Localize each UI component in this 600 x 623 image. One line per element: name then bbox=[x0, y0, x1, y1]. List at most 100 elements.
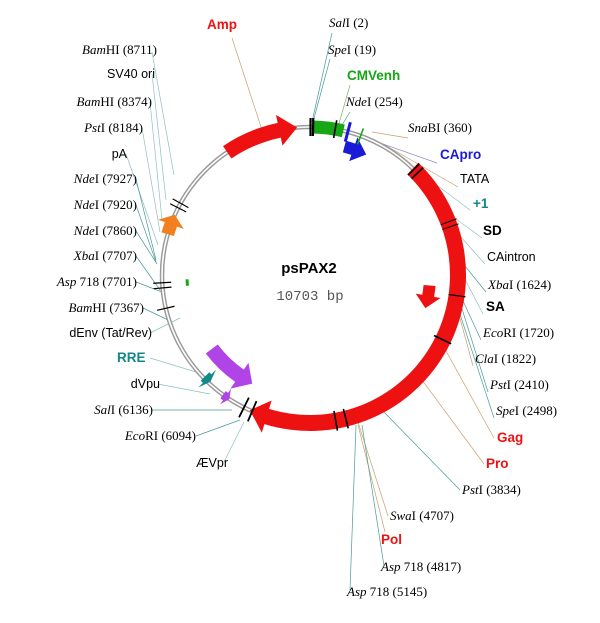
feature-label-pol: Pol bbox=[381, 532, 402, 547]
tick-sd2 bbox=[411, 167, 424, 180]
feature-arc-orange bbox=[158, 214, 184, 236]
feature-arc-amp bbox=[223, 114, 298, 159]
site-cla1822: ClaI (1822) bbox=[475, 351, 536, 366]
feature-label-amp: Amp bbox=[207, 17, 237, 32]
site-sal6136: SalI (6136) bbox=[94, 402, 153, 417]
lead-rre bbox=[149, 357, 197, 373]
svg-text:NdeI (254): NdeI (254) bbox=[345, 94, 403, 109]
feature-label-cmvenh: CMVenh bbox=[347, 68, 400, 83]
site-asp7701: Asp 718 (7701) bbox=[56, 274, 137, 289]
svg-text:SnaBI (360): SnaBI (360) bbox=[408, 120, 472, 135]
lead-swa4707 bbox=[357, 421, 389, 517]
label-sv40-ori: SV40 ori bbox=[107, 67, 155, 81]
tick-xba1624b bbox=[442, 223, 459, 230]
lead-nde7927 bbox=[135, 178, 157, 261]
feature-arc-cmvenh bbox=[312, 120, 345, 138]
svg-text:PstI (3834): PstI (3834) bbox=[461, 482, 521, 497]
tick-asp7701 bbox=[153, 281, 172, 284]
lead-pa bbox=[125, 153, 159, 246]
site-eco6094: EcoRI (6094) bbox=[124, 428, 196, 443]
feature-label-pro: Pro bbox=[486, 456, 509, 471]
feature-arc-gag-inner bbox=[415, 284, 441, 309]
leader-lines bbox=[125, 32, 495, 591]
site-swa4707: SwaI (4707) bbox=[390, 508, 454, 523]
feature-label-rre: RRE bbox=[117, 350, 146, 365]
feature-label-gag: Gag bbox=[497, 430, 523, 445]
feature-arc-dvpu bbox=[220, 388, 231, 405]
site-nde7927: NdeI (7927) bbox=[73, 171, 137, 186]
label-aevpr: ÆVpr bbox=[196, 456, 228, 470]
svg-text:PstI (8184): PstI (8184) bbox=[83, 120, 143, 135]
svg-text:ClaI (1822): ClaI (1822) bbox=[475, 351, 536, 366]
tick-swa4707 bbox=[342, 408, 349, 429]
site-asp4817: Asp 718 (4817) bbox=[380, 559, 461, 574]
lead-asp5145 bbox=[349, 424, 357, 591]
feature-arc-green-small bbox=[185, 279, 189, 286]
lead-nde7920 bbox=[135, 204, 157, 263]
tick-asp4817 bbox=[333, 410, 339, 431]
lead-nde254 bbox=[341, 111, 351, 126]
feature-arc-capro bbox=[342, 137, 367, 162]
site-asp5145: Asp 718 (5145) bbox=[346, 584, 427, 599]
feature-label-capro: CApro bbox=[440, 147, 481, 162]
svg-text:SpeI (19): SpeI (19) bbox=[328, 42, 376, 57]
site-ticks bbox=[153, 117, 466, 431]
lead-pst2410 bbox=[457, 295, 489, 393]
svg-text:Asp 718 (7701): Asp 718 (7701) bbox=[56, 274, 137, 289]
lead-pst8184 bbox=[141, 127, 161, 233]
svg-text:XbaI (7707): XbaI (7707) bbox=[73, 248, 137, 263]
feature-arc-rre bbox=[198, 369, 216, 388]
svg-text:EcoRI (1720): EcoRI (1720) bbox=[482, 325, 554, 340]
plasmid-size: 10703 bp bbox=[276, 289, 343, 305]
site-sna360: SnaBI (360) bbox=[408, 120, 472, 135]
site-bam8711: BamHI (8711) bbox=[82, 42, 157, 57]
lead-bam8374 bbox=[149, 101, 163, 221]
label-denv: dEnv (Tat/Rev) bbox=[69, 326, 152, 340]
site-pst8184: PstI (8184) bbox=[83, 120, 143, 135]
label-tata: TATA bbox=[460, 172, 490, 186]
site-xba7707: XbaI (7707) bbox=[73, 248, 137, 263]
lead-dvpu bbox=[157, 383, 211, 395]
lead-amp bbox=[231, 37, 263, 131]
lead-eco6094 bbox=[195, 419, 241, 437]
lead-bam7367 bbox=[142, 307, 169, 321]
lead-cmvenh bbox=[337, 84, 351, 128]
lead-bam8711 bbox=[151, 51, 175, 176]
site-xba1624: XbaI (1624) bbox=[487, 277, 551, 292]
lead-pst3834 bbox=[379, 407, 461, 491]
tick-eco1720 bbox=[448, 293, 466, 298]
lead-asp7701 bbox=[135, 281, 163, 293]
site-pst2410: PstI (2410) bbox=[489, 377, 549, 392]
lead-asp4817 bbox=[361, 424, 385, 567]
site-sal2: SalI (2) bbox=[329, 15, 368, 30]
tick-asp5145 bbox=[247, 400, 258, 422]
svg-text:Asp 718 (4817): Asp 718 (4817) bbox=[380, 559, 461, 574]
svg-text:XbaI (1624): XbaI (1624) bbox=[487, 277, 551, 292]
feature-label-plus1: +1 bbox=[473, 196, 489, 211]
lead-sv40 bbox=[151, 73, 167, 201]
lead-aevpr bbox=[223, 421, 245, 463]
plasmid-name: psPAX2 bbox=[281, 260, 337, 277]
svg-text:NdeI (7860): NdeI (7860) bbox=[73, 223, 137, 238]
lead-sal2 bbox=[311, 32, 333, 123]
lead-xba7707 bbox=[135, 255, 161, 291]
lead-pol bbox=[357, 424, 386, 533]
tick-bam8374 bbox=[172, 198, 189, 209]
svg-text:NdeI (7920): NdeI (7920) bbox=[73, 197, 137, 212]
svg-text:SwaI (4707): SwaI (4707) bbox=[390, 508, 454, 523]
lead-gag bbox=[439, 339, 495, 439]
svg-text:BamHI (8374): BamHI (8374) bbox=[77, 94, 152, 109]
tick-sna360 bbox=[343, 121, 352, 142]
svg-text:SalI (2): SalI (2) bbox=[329, 15, 368, 30]
lead-denv bbox=[149, 317, 181, 334]
svg-text:PstI (2410): PstI (2410) bbox=[489, 377, 549, 392]
site-pst3834: PstI (3834) bbox=[461, 482, 521, 497]
site-spe19: SpeI (19) bbox=[328, 42, 376, 57]
svg-text:SalI (6136): SalI (6136) bbox=[94, 402, 153, 417]
tick-xba1624 bbox=[440, 218, 457, 226]
lead-spe2498 bbox=[455, 301, 495, 419]
svg-text:EcoRI (6094): EcoRI (6094) bbox=[124, 428, 196, 443]
tick-cmv-end bbox=[356, 128, 365, 145]
svg-text:BamHI (7367): BamHI (7367) bbox=[69, 300, 144, 315]
